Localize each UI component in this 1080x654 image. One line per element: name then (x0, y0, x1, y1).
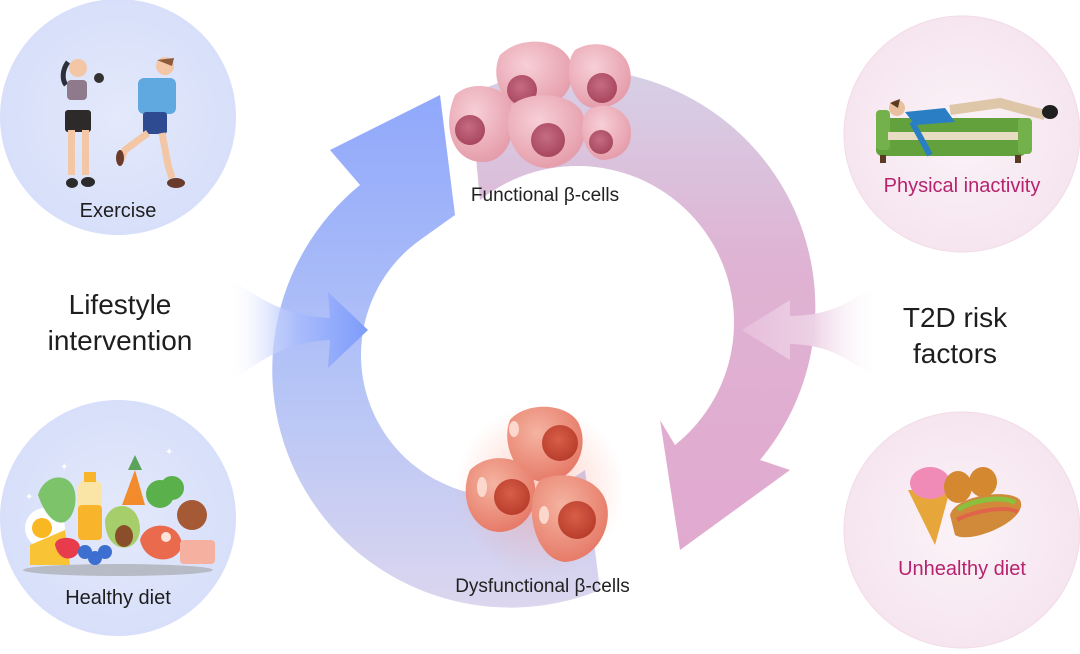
exercise-label: Exercise (79, 200, 157, 222)
healthy-diet-label: Healthy diet (65, 587, 171, 609)
person-on-couch-icon (876, 97, 1058, 163)
lifestyle-title-line2: intervention (47, 325, 193, 356)
pink-cycle-arrow (470, 69, 816, 550)
risk-input-arrow (742, 283, 880, 380)
dysfunctional-beta-cells-icon (455, 405, 625, 575)
lifestyle-title-line1: Lifestyle (68, 289, 172, 320)
svg-text:✦: ✦ (165, 447, 173, 458)
unhealthy-diet-label: Unhealthy diet (898, 558, 1026, 580)
t2d-risk-factors-title: T2D risk factors (860, 300, 1050, 372)
risk-title-line1: T2D risk (902, 302, 1008, 333)
functional-beta-cells-icon (449, 41, 631, 168)
dysfunctional-beta-cells-label: Dysfunctional β-cells (455, 576, 630, 597)
svg-text:✦: ✦ (60, 462, 68, 473)
blue-cycle-arrow (272, 95, 600, 608)
healthy-food-icon: ✦ ✦ ✦ (23, 447, 215, 576)
exercise-panel-bg (0, 0, 236, 235)
exercise-panel: Exercise (0, 0, 236, 236)
functional-beta-cells-label: Functional β-cells (470, 185, 620, 206)
exercise-people-icon (60, 57, 185, 188)
lifestyle-intervention-title: Lifestyle intervention (20, 287, 220, 359)
physical-inactivity-label: Physical inactivity (883, 175, 1041, 197)
risk-title-line2: factors (912, 338, 998, 369)
inactivity-panel: Physical inactivity (844, 16, 1080, 252)
lifestyle-input-arrow (228, 278, 368, 382)
healthy-diet-panel: Healthy diet (0, 400, 236, 636)
junk-food-icon (908, 467, 1022, 545)
svg-text:✦: ✦ (25, 492, 33, 503)
unhealthy-diet-panel: Unhealthy diet (844, 412, 1080, 648)
